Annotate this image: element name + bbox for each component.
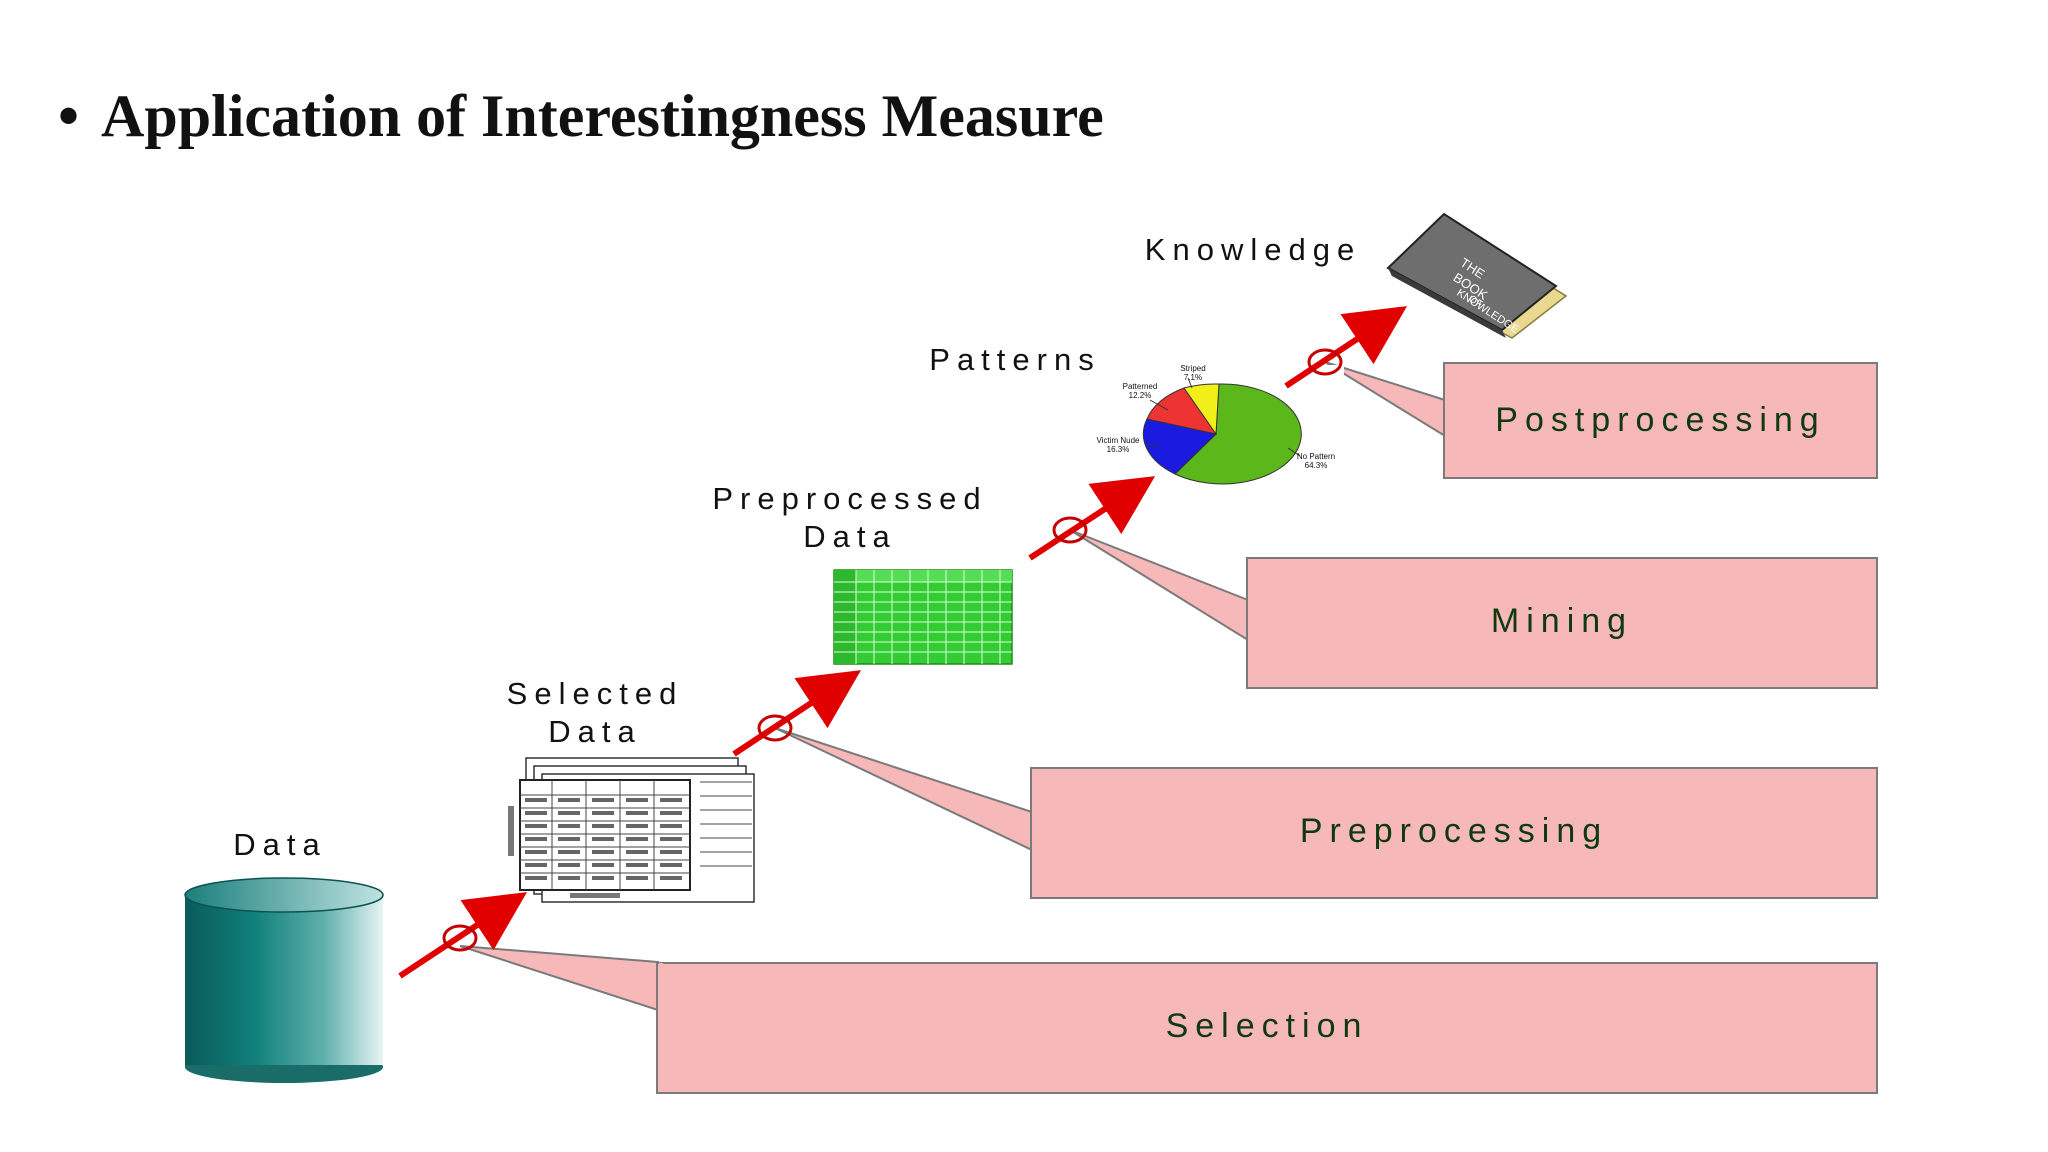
step-label-postprocessing: Postprocessing: [1495, 401, 1826, 439]
step-arrow-postprocessing: [1284, 306, 1408, 389]
stage-label-data: Data: [233, 827, 327, 862]
patterns-pie-chart-icon: [1088, 365, 1344, 487]
slide-title: • Application of Interestingness Measure: [58, 82, 1104, 151]
step-arrow-preprocessing: [732, 670, 862, 757]
stage-label-selected-data: Selected Data: [506, 676, 684, 749]
callout-mining: [1069, 529, 1878, 689]
step-label-preprocessing: Preprocessing: [1299, 812, 1609, 850]
preprocessed-data-grid-icon: [833, 569, 1013, 665]
title-bullet: •: [58, 83, 80, 149]
database-cylinder-icon: [184, 877, 384, 1083]
callout-selection: [459, 945, 1878, 1094]
stage-label-knowledge: Knowledge: [1144, 232, 1362, 267]
title-text: Application of Interestingness Measure: [101, 83, 1104, 149]
callout-postprocessing: [1324, 361, 1878, 479]
callout-preprocessing: [774, 727, 1878, 899]
step-arrow-selection: [398, 892, 528, 979]
book-of-knowledge-icon: THE BOOK OF KNOWLEDGE: [1384, 212, 1580, 340]
step-label-selection: Selection: [1165, 1007, 1369, 1045]
stage-label-patterns: Patterns: [929, 342, 1101, 377]
selected-data-tables-icon: [508, 757, 755, 903]
step-label-mining: Mining: [1490, 602, 1634, 640]
stage-label-preprocessed-data: Preprocessed Data: [712, 481, 988, 554]
step-arrow-mining: [1028, 476, 1156, 561]
